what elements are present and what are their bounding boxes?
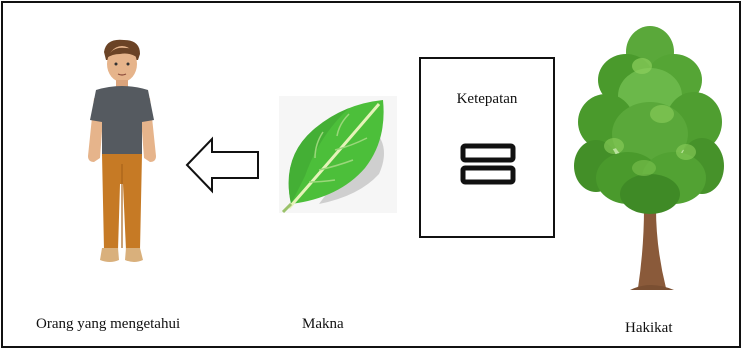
leaf-icon: [281, 100, 384, 214]
leaf-label: Makna: [302, 316, 344, 332]
tree-icon: [574, 26, 724, 290]
person-label: Orang yang mengetahui: [36, 316, 181, 332]
ketepatan-label: Ketepatan: [456, 91, 518, 107]
ketepatan-box: Ketepatan: [419, 57, 555, 238]
tree-label: Hakikat: [625, 320, 673, 336]
left-arrow-icon: [185, 136, 259, 194]
diagram-frame: [1, 1, 741, 348]
person-icon: [88, 39, 156, 262]
equals-icon: [460, 143, 516, 185]
